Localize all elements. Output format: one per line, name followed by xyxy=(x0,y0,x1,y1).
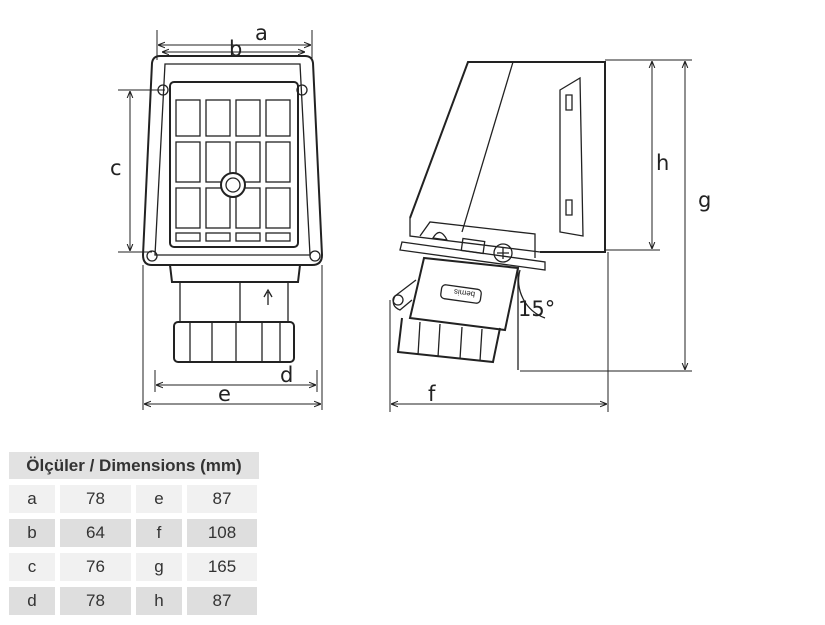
dim-value: 78 xyxy=(60,485,131,513)
dim-value: 78 xyxy=(60,587,131,615)
dim-value: 87 xyxy=(187,485,257,513)
angle-label: 15° xyxy=(518,297,555,321)
dim-key: g xyxy=(136,553,182,581)
dim-label-e: e xyxy=(218,382,231,406)
dim-label-h: h xyxy=(656,151,669,175)
table-row: a 78 e 87 xyxy=(9,485,259,513)
product-drawing: bemis a b c d e f g h 15° xyxy=(110,21,711,412)
table-row: c 76 g 165 xyxy=(9,553,259,581)
table-row: d 78 h 87 xyxy=(9,587,259,615)
table-title: Ölçüler / Dimensions (mm) xyxy=(9,452,259,479)
dim-key: a xyxy=(9,485,55,513)
brand-logo: bemis xyxy=(453,287,475,299)
dim-key: f xyxy=(136,519,182,547)
dim-value: 165 xyxy=(187,553,257,581)
dim-key: c xyxy=(9,553,55,581)
dim-value: 64 xyxy=(60,519,131,547)
dim-label-b: b xyxy=(229,37,242,61)
dim-key: b xyxy=(9,519,55,547)
dim-value: 108 xyxy=(187,519,257,547)
dim-label-f: f xyxy=(428,382,436,406)
table-row: b 64 f 108 xyxy=(9,519,259,547)
dim-label-c: c xyxy=(110,156,122,180)
dim-label-d: d xyxy=(280,363,293,387)
dim-value: 76 xyxy=(60,553,131,581)
side-view: bemis xyxy=(392,61,606,370)
dimensions-table: Ölçüler / Dimensions (mm) a 78 e 87 b 64… xyxy=(9,452,259,615)
dim-key: d xyxy=(9,587,55,615)
dim-label-a: a xyxy=(255,21,268,45)
dim-value: 87 xyxy=(187,587,257,615)
dimension-lines xyxy=(118,30,692,412)
dim-label-g: g xyxy=(698,188,711,212)
dim-key: h xyxy=(136,587,182,615)
front-view xyxy=(141,55,324,363)
dim-key: e xyxy=(136,485,182,513)
